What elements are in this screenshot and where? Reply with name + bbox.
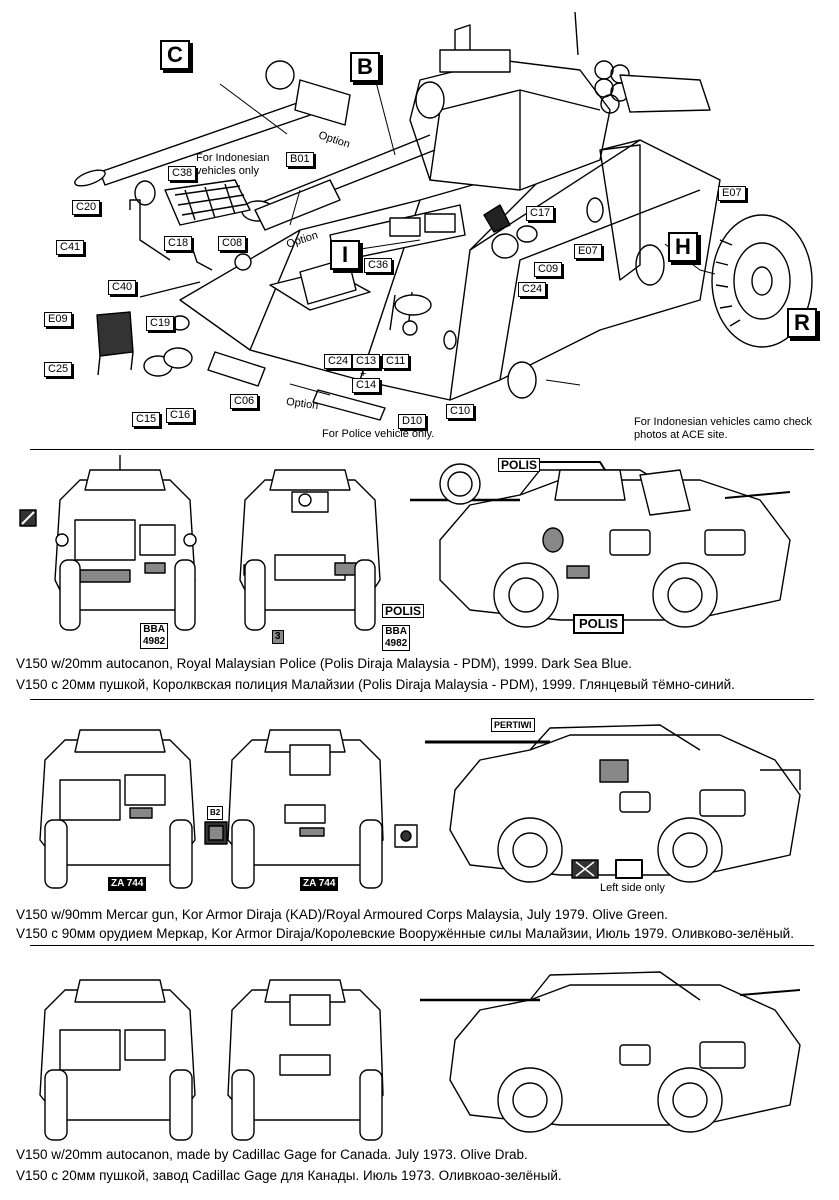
part-label-c14: C14 <box>352 378 381 393</box>
polis-side-marking: POLIS <box>573 614 625 634</box>
rear-view-1 <box>239 469 381 631</box>
part-label-c18: C18 <box>164 236 193 251</box>
plate-za744-rear: ZA 744 <box>300 877 339 891</box>
label-c: C <box>160 40 190 70</box>
separator-1 <box>30 449 814 450</box>
section1-drawings <box>19 455 791 631</box>
part-label-c06: C06 <box>230 394 259 409</box>
part-label-c08: C08 <box>218 236 247 251</box>
polis-top-marking: POLIS <box>498 458 541 472</box>
part-label-e07-lower: E07 <box>574 244 602 259</box>
rear-view-2 <box>227 729 384 889</box>
note-indonesian-only: For Indonesian vehicles only <box>196 152 270 177</box>
side-view-3 <box>420 971 801 1133</box>
section3-drawings <box>39 971 801 1141</box>
left-side-only-note: Left side only <box>600 882 665 894</box>
part-label-b01: B01 <box>286 152 314 167</box>
part-label-c40: C40 <box>108 280 137 295</box>
caption-2-en: V150 w/90mm Mercar gun, Kor Armor Diraja… <box>16 907 668 922</box>
part-label-c15: C15 <box>132 412 161 427</box>
rear-view-3 <box>227 979 384 1141</box>
front-view-2 <box>39 729 196 889</box>
plus-sign: + <box>360 368 367 380</box>
note-camo-check: For Indonesian vehicles camo check photo… <box>634 416 812 441</box>
plate-bba4982-rear: BBA 4982 <box>382 625 411 651</box>
part-label-c10: C10 <box>446 404 475 419</box>
part-label-c38: C38 <box>168 166 197 181</box>
part-label-c16: C16 <box>166 408 195 423</box>
plate-bba4982-front: BBA 4982 <box>140 623 169 649</box>
section2-drawings <box>39 724 801 889</box>
part-label-c24-front: C24 <box>324 354 353 369</box>
part-label-d10: D10 <box>398 414 427 429</box>
caption-1-en: V150 w/20mm autocanon, Royal Malaysian P… <box>16 656 633 671</box>
part-label-c20: C20 <box>72 200 101 215</box>
part-label-c19: C19 <box>146 316 175 331</box>
part-label-e07-upper: E07 <box>718 186 746 201</box>
part-label-c41: C41 <box>56 240 85 255</box>
part-label-c17: C17 <box>526 206 555 221</box>
part-label-e09: E09 <box>44 312 72 327</box>
pertiwi-marking: PERTIWI <box>491 718 535 732</box>
part-label-c25: C25 <box>44 362 73 377</box>
part-label-c09: C09 <box>534 262 563 277</box>
b2-marking: B2 <box>207 806 224 820</box>
caption-1-ru: V150 с 20мм пушкой, Королквская полиция … <box>16 677 735 692</box>
exploded-hull-drawing <box>74 11 813 421</box>
separator-3 <box>30 945 814 946</box>
note-police-only: For Police vehicle only. <box>322 428 435 440</box>
label-r: R <box>787 308 817 338</box>
part-label-c24-side: C24 <box>518 282 547 297</box>
label-b: B <box>350 52 380 82</box>
number-3-marking: 3 <box>272 630 284 644</box>
part-label-c13: C13 <box>352 354 381 369</box>
front-view-3 <box>39 979 196 1141</box>
side-view-2 <box>425 724 801 883</box>
front-view-1 <box>54 455 197 631</box>
side-view-1 <box>410 461 791 628</box>
polis-rear-marking: POLIS <box>382 604 425 618</box>
caption-2-ru: V150 с 90мм орудием Меркар, Kor Armor Di… <box>16 926 794 941</box>
separator-2 <box>30 699 814 700</box>
label-h: H <box>668 232 698 262</box>
part-label-c11: C11 <box>382 354 410 369</box>
part-label-c36: C36 <box>364 258 393 273</box>
plate-za744-front: ZA 744 <box>108 877 147 891</box>
label-i: I <box>330 240 360 270</box>
caption-3-en: V150 w/20mm autocanon, made by Cadillac … <box>16 1147 528 1162</box>
caption-3-ru: V150 с 20мм пушкой, завод Cadillac Gage … <box>16 1168 562 1183</box>
